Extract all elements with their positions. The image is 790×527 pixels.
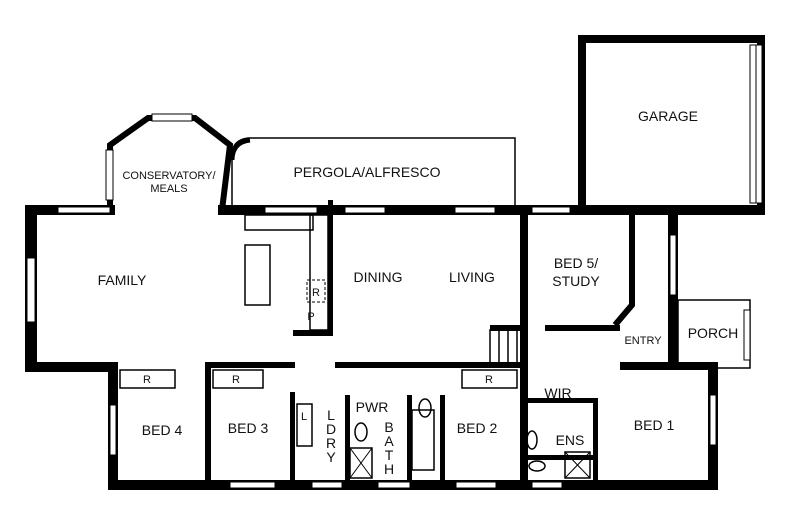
room-label-pwr: PWR — [356, 399, 389, 415]
room-label-bed5: BED 5/ — [554, 255, 598, 271]
robe-label-bed3: R — [232, 374, 240, 386]
interior-walls — [119, 200, 635, 482]
room-label-porch: PORCH — [688, 325, 739, 341]
svg-text:R: R — [326, 435, 336, 451]
laundry-tub-label: L — [301, 411, 307, 423]
room-label-dining: DINING — [354, 269, 403, 285]
room-label-living: LIVING — [449, 269, 495, 285]
garage — [578, 35, 765, 215]
room-label-bed4: BED 4 — [142, 422, 183, 438]
room-label-ens: ENS — [556, 432, 585, 448]
room-label-wir: WIR — [544, 385, 571, 401]
svg-text:D: D — [326, 421, 336, 437]
room-label-bed2: BED 2 — [457, 420, 498, 436]
room-label-meals: MEALS — [150, 183, 187, 195]
conservatory — [105, 113, 234, 211]
svg-text:L: L — [327, 407, 335, 423]
room-label-bed1: BED 1 — [634, 417, 675, 433]
svg-text:B: B — [384, 419, 393, 435]
room-label-conservatory: CONSERVATORY/ — [122, 170, 216, 182]
pergola — [229, 137, 516, 205]
room-label-bath: B A T H — [384, 419, 394, 477]
room-label-laundry: L D R Y — [326, 407, 336, 465]
room-label-study: STUDY — [552, 273, 600, 289]
room-label-entry: ENTRY — [624, 335, 662, 347]
robe-label-bed4: R — [143, 374, 151, 386]
fridge-label: R — [312, 287, 320, 299]
room-label-garage: GARAGE — [638, 108, 698, 124]
pantry-label: P — [307, 311, 314, 323]
svg-text:H: H — [384, 461, 394, 477]
outer-walls — [25, 205, 718, 490]
svg-text:T: T — [385, 447, 394, 463]
svg-text:A: A — [384, 433, 394, 449]
room-label-family: FAMILY — [98, 272, 147, 288]
room-label-pergola: PERGOLA/ALFRESCO — [293, 164, 440, 180]
svg-text:Y: Y — [326, 449, 336, 465]
room-label-bed3: BED 3 — [228, 420, 269, 436]
robe-label-bed2: R — [485, 374, 493, 386]
